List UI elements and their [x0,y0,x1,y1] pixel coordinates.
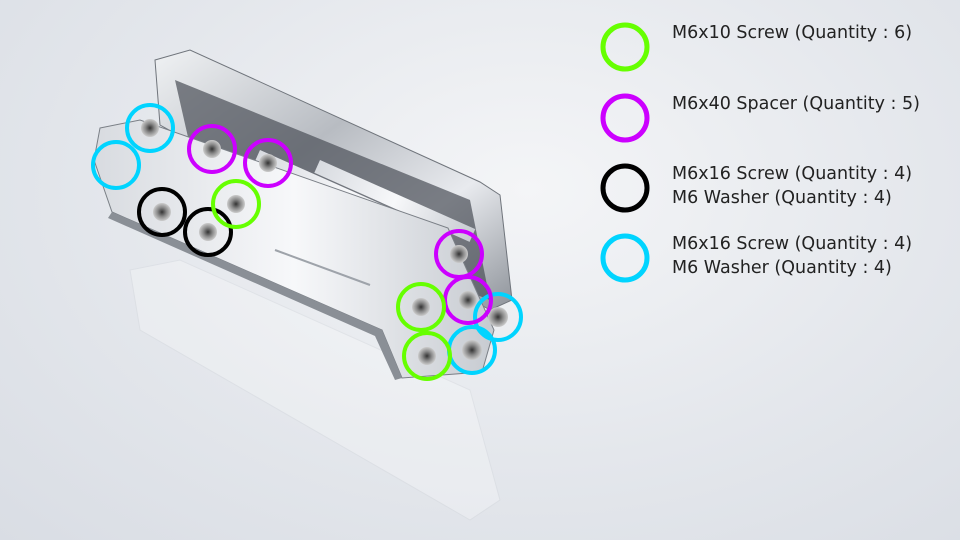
spacer-rod [314,160,476,242]
legend-label-m6x10-screw: M6x10 Screw (Quantity : 6) [672,21,912,45]
legend-label-cyan-group: M6x16 Screw (Quantity : 4) M6 Washer (Qu… [672,232,912,280]
legend-line: M6x16 Screw (Quantity : 4) [672,164,913,184]
legend-swatch-purple [600,93,650,143]
marker-spacer [243,138,293,188]
legend-swatch-green [600,22,650,72]
legend-swatches [600,22,650,283]
marker-m6x10-screw [402,331,452,381]
marker-washer-screw-cyan [473,292,523,342]
legend-line: M6x10 Screw (Quantity : 6) [672,23,913,43]
legend-line: M6x40 Spacer (Quantity : 5) [672,94,920,114]
legend-swatch-cyan [600,233,650,283]
marker-m6x10-screw [211,179,261,229]
marker-washer-screw-black [183,207,233,257]
legend-line: M6x16 Screw (Quantity : 4) [672,234,913,254]
marker-washer-screw-cyan [125,103,175,153]
floor-reflection [129,259,501,521]
legend-line: M6 Washer (Quantity : 4) [672,188,892,208]
bolts [141,119,508,365]
marker-washer-screw-cyan [91,140,141,190]
legend-label-black-group: M6x16 Screw (Quantity : 4) M6 Washer (Qu… [672,162,912,210]
marker-m6x10-screw [396,282,446,332]
legend-swatch-black [600,163,650,213]
cad-part-model [93,49,513,380]
plate-slot [274,249,371,286]
marker-spacer [187,124,237,174]
front-plate-edge [108,212,402,380]
marker-washer-screw-black [137,187,187,237]
legend-line: M6 Washer (Quantity : 4) [672,258,892,278]
legend-label-m6x40-spacer: M6x40 Spacer (Quantity : 5) [672,92,920,116]
